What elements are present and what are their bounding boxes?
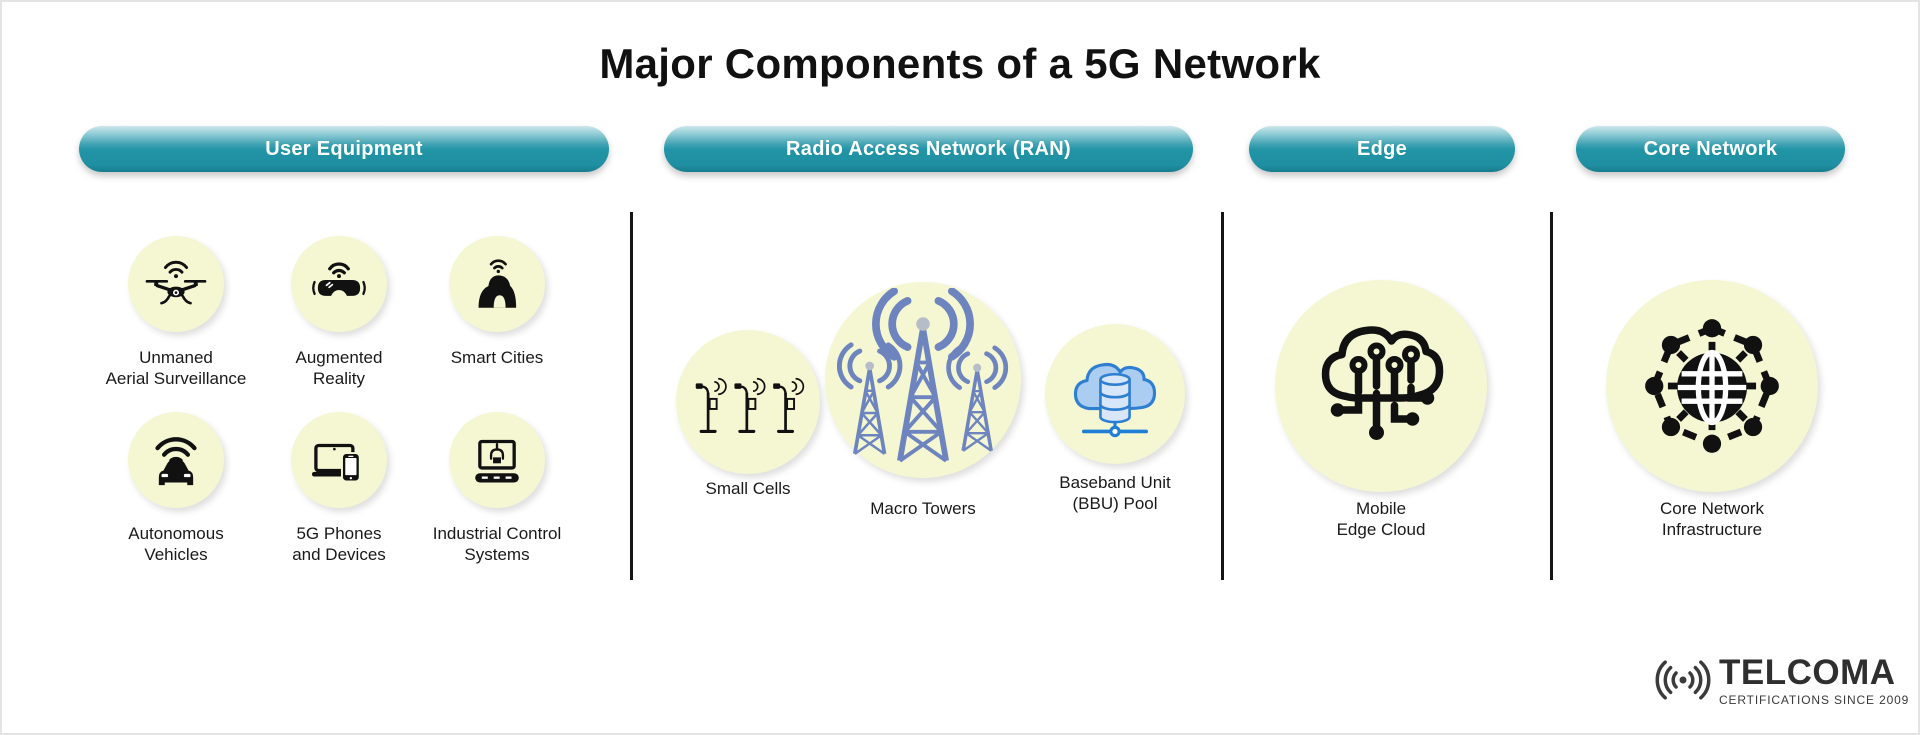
item-unmanned-aerial-surveillance: Unmaned Aerial Surveillance [86,236,266,389]
logo-tagline: CERTIFICATIONS SINCE 2009 [1719,693,1910,707]
logo-name: TELCOMA [1719,653,1896,692]
item-small-cells: Small Cells [648,330,848,499]
smart-city-icon [478,259,517,308]
item-circle [449,412,545,508]
signal-waves-icon [1655,660,1711,700]
item-circle [128,236,224,332]
item-industrial-control-systems: Industrial Control Systems [407,412,587,565]
item-label: Baseband Unit (BBU) Pool [1059,473,1171,514]
item-label: Mobile Edge Cloud [1336,499,1426,540]
divider-ran-edge [1221,212,1224,580]
item-autonomous-vehicles: Autonomous Vehicles [86,412,266,565]
vr-headset-icon [312,262,366,296]
logo-text: TELCOMA CERTIFICATIONS SINCE 2009 [1719,655,1909,707]
pill-core-network: Core Network [1576,126,1845,172]
item-smart-cities: Smart Cities [407,236,587,368]
item-circle [825,282,1021,478]
item-core-network-infrastructure: Core Network Infrastructure [1592,280,1832,540]
item-mobile-edge-cloud: Mobile Edge Cloud [1261,280,1501,540]
small-cell-poles-icon [694,377,805,433]
item-circle [1606,280,1818,492]
item-augmented-reality: Augmented Reality [249,236,429,389]
item-label: Smart Cities [450,348,544,367]
item-label: Industrial Control Systems [432,524,562,565]
item-label: Unmaned Aerial Surveillance [105,348,247,389]
industrial-robot-icon [475,439,519,483]
item-circle [1045,324,1185,464]
globe-network-icon [1645,319,1779,453]
item-circle [676,330,820,474]
item-circle [291,236,387,332]
page-title: Major Components of a 5G Network [599,40,1321,87]
item-circle [1275,280,1487,492]
drone-icon [145,260,207,305]
item-circle [128,412,224,508]
item-macro-towers: Macro Towers [813,282,1033,519]
item-label: 5G Phones and Devices [292,524,386,565]
telcoma-logo: TELCOMA CERTIFICATIONS SINCE 2009 [1652,655,1909,707]
item-circle [291,412,387,508]
pill-edge: Edge [1249,126,1515,172]
divider-edge-core [1550,212,1553,580]
pill-user-equipment: User Equipment [79,126,609,172]
bbu-cloud-icon [1073,362,1157,438]
item-label: Macro Towers [870,499,976,518]
item-5g-phones-and-devices: 5G Phones and Devices [249,412,429,565]
item-label: Autonomous Vehicles [128,524,224,565]
item-bbu-pool: Baseband Unit (BBU) Pool [1015,324,1215,514]
divider-ue-ran [630,212,633,580]
item-label: Augmented Reality [295,348,383,389]
item-label: Core Network Infrastructure [1660,499,1764,540]
item-circle [449,236,545,332]
edge-cloud-icon [1321,326,1444,440]
macro-towers-icon [837,288,1009,473]
connected-car-icon [155,437,197,486]
laptop-phone-icon [311,443,361,483]
item-label: Small Cells [705,479,791,498]
pill-radio-access-network: Radio Access Network (RAN) [664,126,1193,172]
